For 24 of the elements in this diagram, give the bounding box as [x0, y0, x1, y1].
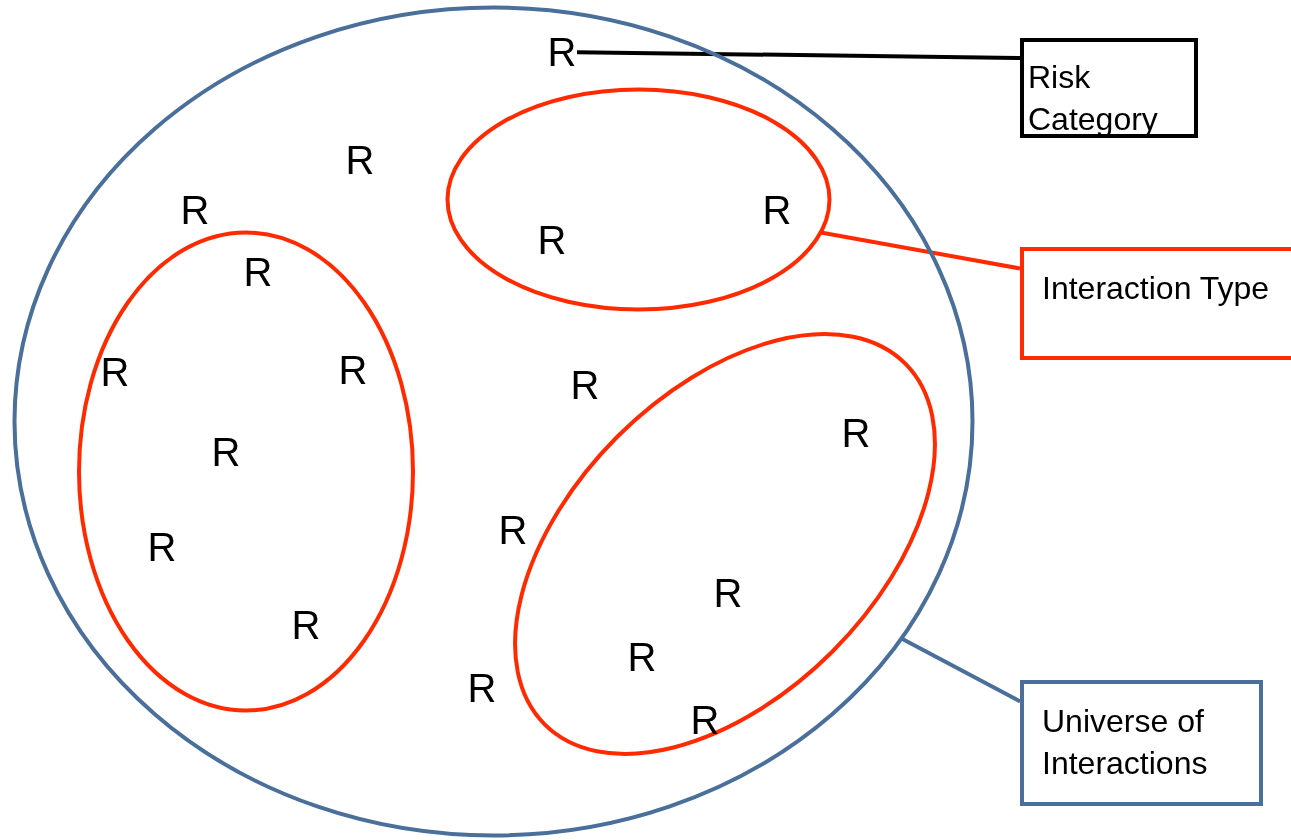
- leader-line: [820, 230, 1021, 271]
- risk-letter: R: [713, 574, 743, 612]
- risk-category-label: Risk Category: [1020, 38, 1198, 138]
- risk-letter: R: [147, 528, 177, 566]
- risk-letter: R: [291, 606, 321, 644]
- risk-letter: R: [100, 353, 130, 391]
- leader-line: [900, 636, 1021, 704]
- risk-letter: R: [243, 253, 273, 291]
- risk-letter: R: [338, 351, 368, 389]
- interaction-type-label: Interaction Type: [1020, 247, 1291, 360]
- risk-letter: R: [498, 511, 528, 549]
- risk-letter: R: [180, 191, 210, 229]
- risk-letter: R: [762, 191, 792, 229]
- risk-letter: R: [547, 33, 577, 71]
- risk-letter: R: [537, 221, 567, 259]
- risk-letter: R: [345, 141, 375, 179]
- risk-letter: R: [570, 366, 600, 404]
- universe-label: Universe of Interactions: [1020, 680, 1263, 806]
- risk-letter: R: [627, 638, 657, 676]
- risk-letter: R: [841, 414, 871, 452]
- leader-line: [576, 50, 1021, 60]
- risk-letter: R: [690, 701, 720, 739]
- risk-letter: R: [211, 433, 241, 471]
- risk-letter: R: [467, 669, 497, 707]
